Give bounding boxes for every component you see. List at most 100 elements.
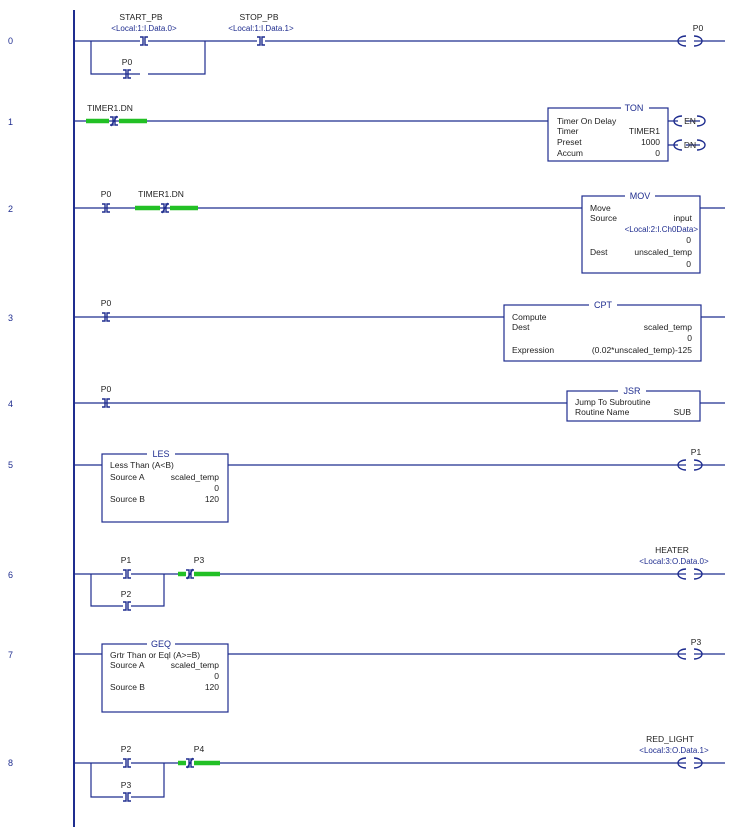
les-source-b-value: 120 (205, 494, 219, 504)
red-light-coil-address: <Local:3:O.Data.1> (639, 746, 709, 755)
mov-dest-label: Dest (590, 247, 608, 257)
heater-coil-address: <Local:3:O.Data.0> (639, 557, 709, 566)
dn-output: DN (673, 139, 706, 151)
p1-contact[interactable] (122, 569, 132, 579)
start-pb-address: <Local:1:I.Data.0> (111, 24, 177, 33)
geq-name: Grtr Than or Eql (A>=B) (110, 650, 200, 660)
rung-number: 4 (8, 399, 13, 409)
ton-preset-label: Preset (557, 137, 582, 147)
p0-coil-tag: P0 (693, 23, 704, 33)
les-source-a-label: Source A (110, 472, 145, 482)
ton-preset-value: 1000 (641, 137, 660, 147)
rung-4: P0 JSR Jump To Subroutine Routine Name S… (74, 384, 725, 422)
mov-source-value: input (674, 213, 693, 223)
p2-branch-tag: P2 (121, 589, 132, 599)
ton-accum-label: Accum (557, 148, 583, 158)
jsr-routine-value: SUB (674, 407, 692, 417)
jsr-routine-label: Routine Name (575, 407, 630, 417)
les-block[interactable]: LES Less Than (A<B) Source A scaled_temp… (101, 449, 229, 523)
rung-number: 3 (8, 313, 13, 323)
mov-source-num: 0 (686, 235, 691, 245)
ton-timer-label: Timer (557, 126, 579, 136)
rung-6: P1 P2 P3 HEATER <Local:3:O.Data.0> (74, 545, 725, 611)
geq-source-a-num: 0 (214, 671, 219, 681)
geq-source-b-value: 120 (205, 682, 219, 692)
rung-3: P0 CPT Compute Dest scaled_temp 0 Expres… (74, 298, 725, 362)
mov-dest-value: unscaled_temp (634, 247, 692, 257)
p2-tag: P2 (121, 744, 132, 754)
p1-coil-tag: P1 (691, 447, 702, 457)
cpt-dest-num: 0 (687, 333, 692, 343)
geq-source-b-label: Source B (110, 682, 145, 692)
ton-block[interactable]: TON Timer On Delay Timer TIMER1 Preset 1… (547, 103, 669, 162)
p3-tag: P3 (194, 555, 205, 565)
dn-label: DN (684, 140, 696, 150)
rung-number: 8 (8, 758, 13, 768)
p0-tag: P0 (101, 298, 112, 308)
cpt-dest-label: Dest (512, 322, 530, 332)
les-source-a-value: scaled_temp (171, 472, 219, 482)
timer1-dn-tag: TIMER1.DN (138, 189, 184, 199)
les-source-a-num: 0 (214, 483, 219, 493)
mov-block[interactable]: MOV Move Source input <Local:2:I.Ch0Data… (581, 191, 701, 274)
p1-tag: P1 (121, 555, 132, 565)
p3-branch-tag: P3 (121, 780, 132, 790)
heater-coil-tag: HEATER (655, 545, 689, 555)
p0-branch-tag: P0 (122, 57, 133, 67)
p2-branch-contact[interactable] (122, 601, 132, 611)
rung-2: P0 TIMER1.DN MOV Move Source input <Loca… (74, 189, 725, 274)
rung-0: START_PB <Local:1:I.Data.0> STOP_PB <Loc… (74, 12, 725, 79)
jsr-name: Jump To Subroutine (575, 397, 651, 407)
stop-pb-address: <Local:1:I.Data.1> (228, 24, 294, 33)
ton-accum-value: 0 (655, 148, 660, 158)
cpt-title: CPT (594, 300, 613, 310)
p0-tag: P0 (101, 189, 112, 199)
rung-number: 0 (8, 36, 13, 46)
geq-title: GEQ (151, 639, 171, 649)
p3-branch-contact[interactable] (122, 792, 132, 802)
mov-source-address: <Local:2:I.Ch0Data> (625, 225, 699, 234)
stop-pb-tag: STOP_PB (239, 12, 278, 22)
ton-title: TON (625, 103, 644, 113)
p0-tag: P0 (101, 384, 112, 394)
p4-nc-contact[interactable] (185, 757, 195, 769)
jsr-block[interactable]: JSR Jump To Subroutine Routine Name SUB (566, 386, 701, 422)
p4-tag: P4 (194, 744, 205, 754)
rung-5: LES Less Than (A<B) Source A scaled_temp… (74, 447, 725, 523)
cpt-block[interactable]: CPT Compute Dest scaled_temp 0 Expressio… (503, 300, 702, 362)
jsr-title: JSR (623, 386, 641, 396)
cpt-expression-label: Expression (512, 345, 554, 355)
timer1-dn-tag: TIMER1.DN (87, 103, 133, 113)
stop-pb-contact[interactable] (256, 36, 266, 46)
mov-source-label: Source (590, 213, 617, 223)
rung-number: 7 (8, 650, 13, 660)
les-title: LES (152, 449, 169, 459)
geq-source-a-value: scaled_temp (171, 660, 219, 670)
ton-name: Timer On Delay (557, 116, 617, 126)
p2-contact[interactable] (122, 758, 132, 768)
geq-block[interactable]: GEQ Grtr Than or Eql (A>=B) Source A sca… (101, 639, 229, 713)
cpt-expression-value: (0.02*unscaled_temp)-125 (592, 345, 692, 355)
start-pb-tag: START_PB (119, 12, 162, 22)
red-light-coil-tag: RED_LIGHT (646, 734, 694, 744)
mov-name: Move (590, 203, 611, 213)
rung-7: GEQ Grtr Than or Eql (A>=B) Source A sca… (74, 637, 725, 713)
les-name: Less Than (A<B) (110, 460, 174, 470)
p3-nc-contact[interactable] (185, 568, 195, 580)
rung-number: 5 (8, 460, 13, 470)
p3-coil-tag: P3 (691, 637, 702, 647)
start-pb-contact[interactable] (139, 36, 149, 46)
mov-dest-num: 0 (686, 259, 691, 269)
cpt-dest-value: scaled_temp (644, 322, 692, 332)
ton-timer-value: TIMER1 (629, 126, 660, 136)
en-label: EN (684, 116, 696, 126)
mov-title: MOV (630, 191, 651, 201)
rung-1: TIMER1.DN TON Timer On Delay Timer TIMER… (74, 103, 706, 162)
les-source-b-label: Source B (110, 494, 145, 504)
rung-8: P2 P3 P4 RED_LIGHT <Local:3:O.Data.1> (74, 734, 725, 802)
geq-source-a-label: Source A (110, 660, 145, 670)
rung-number: 2 (8, 204, 13, 214)
cpt-name: Compute (512, 312, 547, 322)
rung-number: 1 (8, 117, 13, 127)
